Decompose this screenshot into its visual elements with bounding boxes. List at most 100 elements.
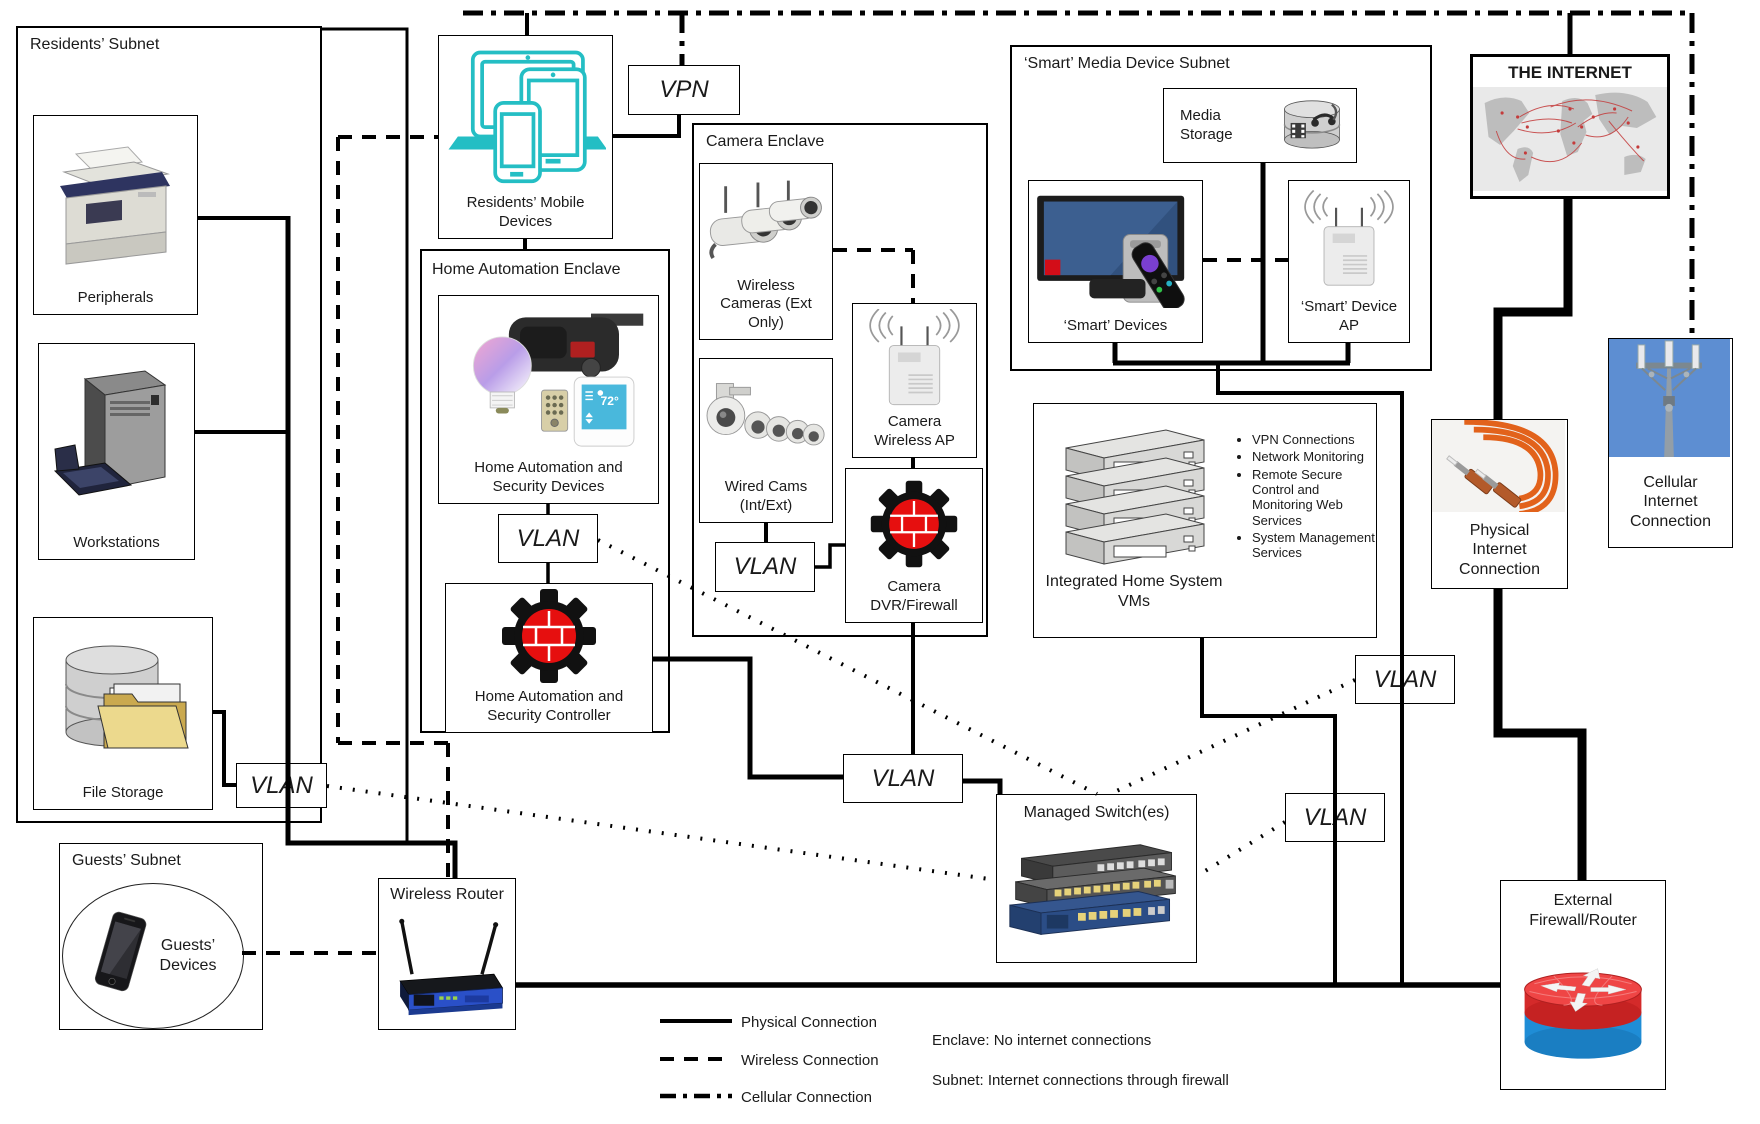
access-point-icon xyxy=(853,304,976,413)
camera-enclave-title: Camera Enclave xyxy=(706,133,825,150)
media-storage-box: Media Storage xyxy=(1163,88,1357,163)
vlan-trunk-line xyxy=(1195,820,1287,878)
vlan-ha-box: VLAN xyxy=(498,514,598,563)
smart-ap-box: ‘Smart’ Device AP xyxy=(1288,180,1410,343)
smart-ap-label: ‘Smart’ Device AP xyxy=(1300,298,1398,334)
cellular-internet-label: Cellular Internet Connection xyxy=(1630,473,1711,530)
world-map-icon xyxy=(1473,87,1667,196)
wired-cams-box: Wired Cams (Int/Ext) xyxy=(699,358,833,523)
router-cylinder-icon xyxy=(1501,930,1665,1089)
managed-switch-label: Managed Switch(es) xyxy=(1023,804,1170,821)
vlan-lower-right-box: VLAN xyxy=(1285,793,1385,842)
vms-label: Integrated Home System VMs xyxy=(1045,573,1223,610)
firewall-gear-icon xyxy=(446,584,652,688)
physical-internet-box: Physical Internet Connection xyxy=(1431,419,1568,589)
media-storage-label: Media Storage xyxy=(1180,107,1233,143)
camera-ap-label: Camera Wireless AP xyxy=(874,413,955,449)
internet-box: THE INTERNET xyxy=(1470,54,1670,199)
residents-subnet-title: Residents’ Subnet xyxy=(30,36,160,53)
fiber-cable-icon xyxy=(1432,419,1567,517)
wireless-router-box: Wireless Router xyxy=(378,878,516,1030)
guests-subnet-title: Guests’ Subnet xyxy=(72,852,181,869)
camera-dvr-label: Camera DVR/Firewall xyxy=(870,578,958,614)
physical-connection-line xyxy=(962,778,1003,794)
physical-connection-line xyxy=(322,27,409,843)
smart-home-devices-icon: 72° xyxy=(439,296,658,459)
thermostat-temp: 72° xyxy=(600,394,618,408)
vlan-lower-right-label: VLAN xyxy=(1303,803,1367,831)
dome-cameras-icon xyxy=(700,359,832,478)
physical-connection-line xyxy=(613,115,681,138)
wired-cams-label: Wired Cams (Int/Ext) xyxy=(724,478,808,514)
external-firewall-box: External Firewall/Router xyxy=(1500,880,1666,1090)
vms-service-item: Remote Secure Control and Monitoring Web… xyxy=(1252,467,1377,528)
access-point-icon xyxy=(1289,181,1409,298)
internet-title: THE INTERNET xyxy=(1508,63,1632,82)
smart-devices-box: ‘Smart’ Devices xyxy=(1028,180,1203,343)
mobile-devices-icon xyxy=(439,36,612,194)
guests-devices-ellipse: Guests’ Devices xyxy=(62,883,244,1029)
vlan-central-box: VLAN xyxy=(843,754,963,803)
wireless-cameras-icon xyxy=(700,164,832,277)
media-storage-icon xyxy=(1268,97,1356,155)
workstations-label: Workstations xyxy=(73,533,160,551)
legend-cellular-label: Cellular Connection xyxy=(741,1089,872,1106)
vms-services-list: VPN Connections Network Monitoring Remot… xyxy=(1234,432,1377,561)
physical-connection-line xyxy=(1493,199,1573,419)
wireless-router-label: Wireless Router xyxy=(390,886,504,903)
switch-stack-icon xyxy=(997,823,1196,962)
vpn-box: VPN xyxy=(628,65,740,115)
vms-box: Integrated Home System VMs VPN Connectio… xyxy=(1033,403,1377,638)
copier-icon xyxy=(34,116,197,289)
workstation-icon xyxy=(39,344,194,534)
home-automation-enclave-title: Home Automation Enclave xyxy=(432,261,621,278)
peripherals-box: Peripherals xyxy=(33,115,198,315)
vlan-central-label: VLAN xyxy=(871,764,935,792)
smart-tv-icon xyxy=(1029,181,1202,317)
camera-ap-box: Camera Wireless AP xyxy=(852,303,977,458)
note-subnet: Subnet: Internet connections through fir… xyxy=(932,1072,1229,1089)
physical-connection-line xyxy=(653,656,843,780)
smartphone-icon xyxy=(94,911,147,992)
server-stack-icon xyxy=(1046,422,1226,577)
vms-service-item: System Management Services xyxy=(1252,530,1377,561)
wireless-router-icon xyxy=(379,905,515,1029)
vlan-trunk-line xyxy=(1109,678,1356,796)
vlan-upper-right-label: VLAN xyxy=(1373,665,1437,693)
camera-dvr-box: Camera DVR/Firewall xyxy=(845,468,983,623)
file-storage-icon xyxy=(34,618,212,784)
vlan-residents-box: VLAN xyxy=(236,763,327,808)
vpn-label: VPN xyxy=(659,76,709,103)
cellular-internet-box: Cellular Internet Connection xyxy=(1608,338,1733,548)
physical-internet-label: Physical Internet Connection xyxy=(1459,521,1540,578)
smart-media-subnet-title: ‘Smart’ Media Device Subnet xyxy=(1024,55,1230,72)
physical-connection-line xyxy=(1493,589,1587,880)
ha-controller-label: Home Automation and Security Controller xyxy=(474,688,624,724)
smart-devices-label: ‘Smart’ Devices xyxy=(1063,316,1168,334)
wireless-cameras-box: Wireless Cameras (Ext Only) xyxy=(699,163,833,340)
managed-switch-box: Managed Switch(es) xyxy=(996,794,1197,963)
vms-service-item: Network Monitoring xyxy=(1252,449,1377,464)
mobile-devices-box: Residents’ Mobile Devices xyxy=(438,35,613,239)
ha-devices-box: 72° Home Automation and Security Devices xyxy=(438,295,659,504)
vlan-ha-label: VLAN xyxy=(516,524,580,552)
ha-controller-box: Home Automation and Security Controller xyxy=(445,583,653,733)
file-storage-label: File Storage xyxy=(82,783,164,801)
vlan-upper-right-box: VLAN xyxy=(1355,655,1455,704)
ha-devices-label: Home Automation and Security Devices xyxy=(474,459,623,495)
legend-wireless-label: Wireless Connection xyxy=(741,1052,879,1069)
firewall-gear-icon xyxy=(846,469,982,578)
external-firewall-label: External Firewall/Router xyxy=(1529,892,1637,929)
cell-tower-icon xyxy=(1609,339,1732,457)
workstations-box: Workstations xyxy=(38,343,195,560)
peripherals-label: Peripherals xyxy=(77,288,154,306)
wireless-cameras-label: Wireless Cameras (Ext Only) xyxy=(720,277,812,331)
vlan-camera-label: VLAN xyxy=(733,553,797,580)
guests-devices-label: Guests’ Devices xyxy=(159,937,217,974)
file-storage-box: File Storage xyxy=(33,617,213,810)
vms-service-item: VPN Connections xyxy=(1252,432,1377,447)
note-enclave: Enclave: No internet connections xyxy=(932,1032,1152,1049)
vlan-residents-label: VLAN xyxy=(250,771,313,799)
vlan-camera-box: VLAN xyxy=(715,542,815,592)
